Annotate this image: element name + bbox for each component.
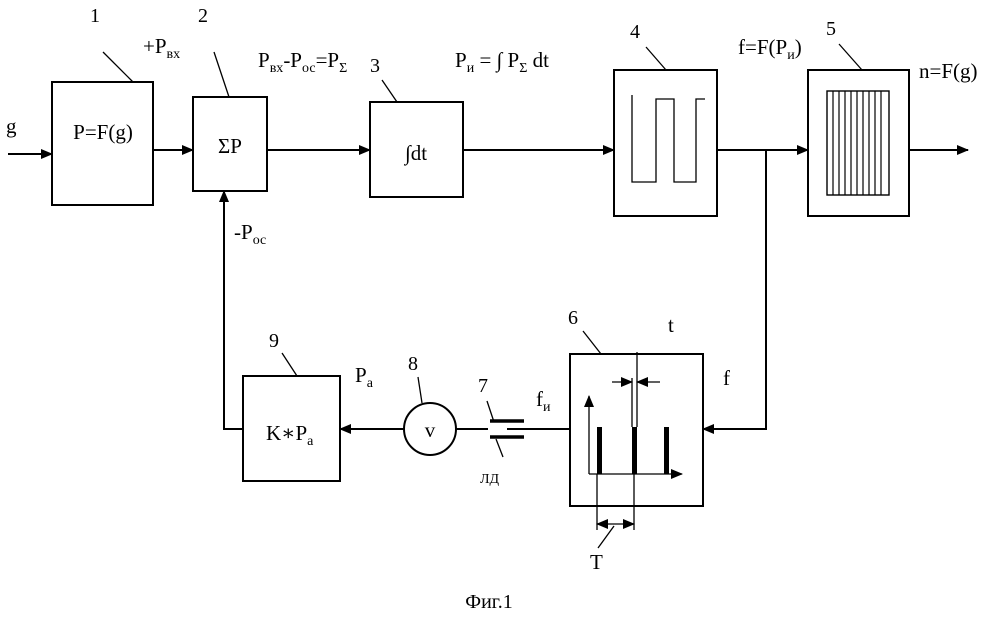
- period-T-label: T: [590, 550, 603, 574]
- block-number-6: 6: [568, 307, 578, 329]
- block-1-label: P=F(g): [73, 120, 133, 144]
- leader-1: [103, 52, 133, 82]
- block-3-label: ∫dt: [403, 141, 427, 166]
- ld-label: ЛД: [480, 472, 499, 487]
- block-number-7: 7: [478, 375, 488, 397]
- f-right-label: f: [723, 366, 730, 390]
- block-8-label: v: [425, 418, 436, 442]
- block-number-3: 3: [370, 55, 380, 77]
- block-number-5: 5: [826, 18, 836, 40]
- pulse-bar-3: [664, 427, 669, 474]
- leader-6: [583, 331, 601, 354]
- pa-label: Pa: [355, 363, 374, 391]
- block-2-label: ΣP: [218, 134, 242, 158]
- leader-5: [839, 44, 862, 70]
- leader-7: [487, 401, 494, 422]
- leader-ld: [496, 439, 503, 457]
- block-number-1: 1: [90, 5, 100, 27]
- leader-8: [418, 377, 422, 403]
- block-number-8: 8: [408, 353, 418, 375]
- pulse-width-t-label: t: [668, 313, 674, 337]
- T-leader: [598, 526, 614, 548]
- feedback-label: -Pос: [234, 220, 266, 248]
- frequency-equation: f=F(Pи): [738, 35, 802, 63]
- figure-caption: Фиг.1: [465, 591, 512, 613]
- leader-2: [214, 52, 229, 97]
- leader-3: [382, 80, 397, 102]
- output-label: n=F(g): [919, 59, 978, 83]
- integral-equation: Pи = ∫ PΣ dt: [455, 48, 549, 76]
- block-number-2: 2: [198, 5, 208, 27]
- pulse-bar-1: [597, 427, 602, 474]
- fi-label: fи: [536, 387, 551, 415]
- block-9-label: K∗Pa: [266, 421, 314, 449]
- block-5-counter: [808, 70, 909, 216]
- pulse-bar-2: [632, 427, 637, 474]
- sum-equation: Pвх-Pос=PΣ: [258, 48, 347, 76]
- block-4-pulse-generator: [614, 70, 717, 216]
- block-number-9: 9: [269, 330, 279, 352]
- pvx-label: +Pвх: [143, 34, 180, 62]
- leader-9: [282, 353, 297, 376]
- block-number-4: 4: [630, 21, 640, 43]
- input-g-label: g: [6, 114, 17, 138]
- leader-4: [646, 47, 666, 70]
